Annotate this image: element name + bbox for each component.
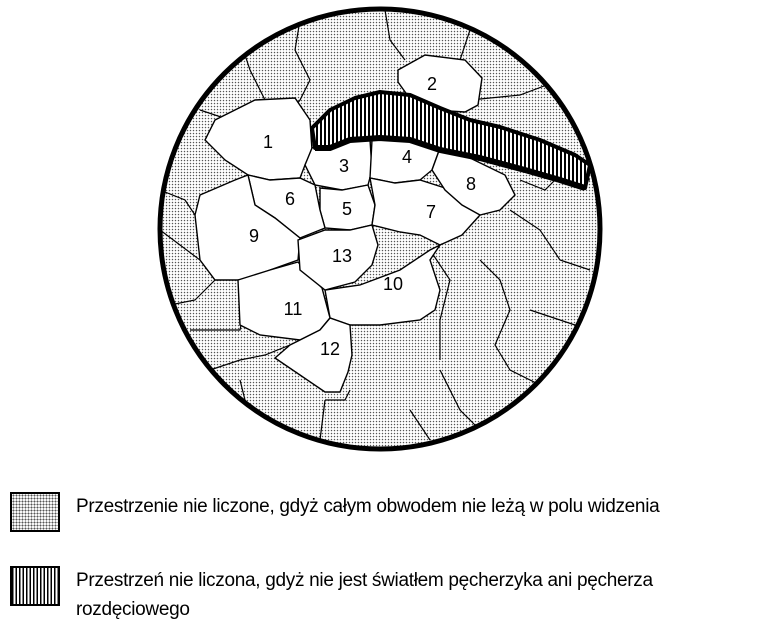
cell-label-10: 10: [383, 274, 403, 294]
cell-label-3: 3: [339, 156, 349, 176]
field-of-view: [150, 0, 620, 460]
striped-swatch: [10, 566, 60, 606]
legend-item-non-lumen: Przestrzeń nie liczona, gdyż nie jest św…: [10, 566, 653, 624]
cell-label-8: 8: [466, 174, 476, 194]
legend-text-non-lumen-line2: rozdęciowego: [76, 595, 653, 624]
cell-label-2: 2: [427, 74, 437, 94]
legend-item-uncounted: Przestrzenie nie liczone, gdyż całym obw…: [10, 492, 659, 532]
cell-label-9: 9: [249, 226, 259, 246]
cell-label-4: 4: [402, 147, 412, 167]
cell-label-6: 6: [285, 189, 295, 209]
histology-field-diagram: 1 2 3 4 5 6 7 8 9 10 11 12 13: [0, 0, 777, 470]
cell-label-1: 1: [263, 132, 273, 152]
cell-label-7: 7: [426, 202, 436, 222]
cell-label-11: 11: [284, 299, 303, 319]
cell-label-13: 13: [332, 246, 352, 266]
cell-label-5: 5: [342, 199, 352, 219]
legend-text-non-lumen-line1: Przestrzeń nie liczona, gdyż nie jest św…: [76, 566, 653, 595]
dotted-swatch: [10, 492, 60, 532]
legend-text-non-lumen: Przestrzeń nie liczona, gdyż nie jest św…: [76, 566, 653, 624]
legend-text-uncounted: Przestrzenie nie liczone, gdyż całym obw…: [76, 492, 659, 522]
cell-label-12: 12: [320, 339, 340, 359]
